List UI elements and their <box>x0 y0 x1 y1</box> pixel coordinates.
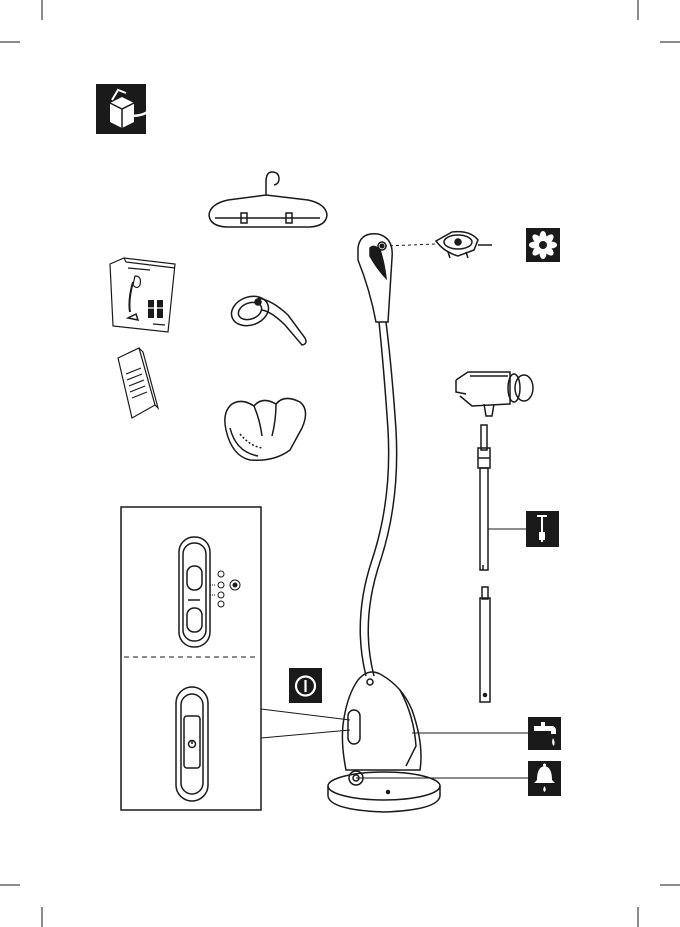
detail-leader-lines <box>261 709 350 738</box>
user-manual <box>110 258 175 332</box>
garment-hanger <box>209 172 327 227</box>
leaflet <box>118 348 158 418</box>
control-panel-detail <box>121 507 261 810</box>
base <box>328 771 440 812</box>
unpack-box-icon <box>96 84 154 134</box>
clamp-attachment <box>456 372 533 416</box>
glove <box>225 398 306 460</box>
lower-pole <box>480 587 490 702</box>
bell-drop-icon <box>528 761 561 796</box>
cord-clip <box>227 291 306 345</box>
water-tap-icon <box>528 717 561 750</box>
brush-attachment <box>436 232 492 258</box>
power-switch-panel <box>176 687 208 801</box>
water-tank <box>342 672 421 770</box>
flower-icon <box>526 228 560 262</box>
steam-control-panel <box>179 537 210 647</box>
steam-level-indicators <box>210 571 240 607</box>
hose <box>360 322 396 676</box>
steam-head <box>358 234 392 322</box>
upper-pole <box>478 425 490 570</box>
power-icon <box>289 668 322 703</box>
pole-icon <box>526 511 559 547</box>
